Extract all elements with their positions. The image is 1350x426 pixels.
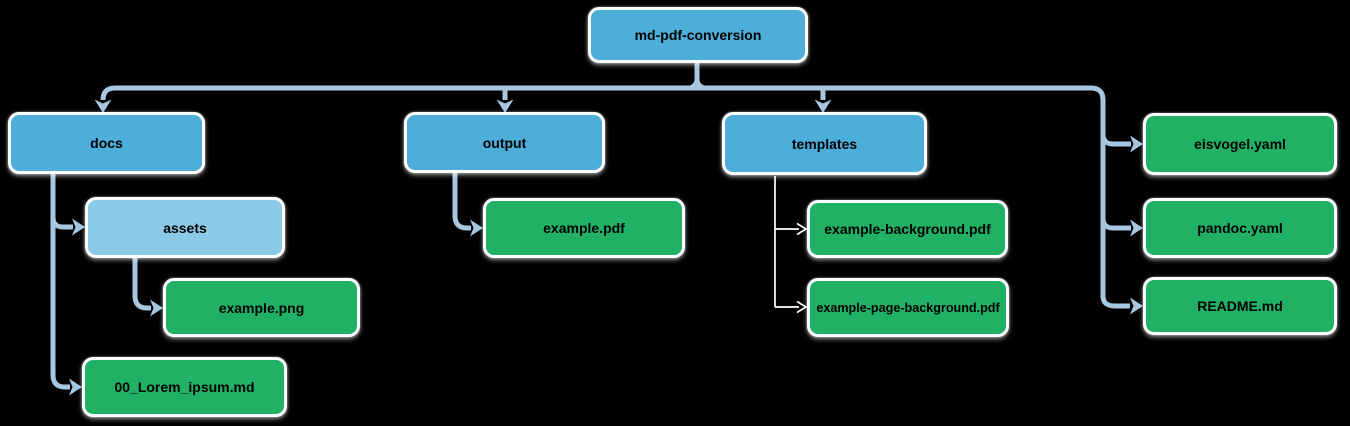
edge-trunk [100,85,1130,309]
node-output: output [404,112,605,173]
node-example-pdf: example.pdf [483,198,685,258]
node-pandoc-yaml: pandoc.yaml [1143,198,1337,258]
node-docs: docs [8,112,205,174]
edge-to-pandoc [1100,217,1131,231]
node-assets: assets [85,197,285,258]
edge-docs-down [50,174,70,390]
arrowhead-eisvogel [1130,135,1143,153]
edge-to-example-pdf [452,172,471,231]
arrowhead-assets [72,218,85,236]
arrowhead-pandoc [1130,219,1143,237]
arrowhead-example-background [796,222,808,236]
node-md-pdf-conversion: md-pdf-conversion [588,7,808,63]
edge-to-example-png [132,257,151,311]
node-readme-md: README.md [1143,277,1337,335]
arrowhead-readme [1130,297,1143,315]
edge-to-assets [50,216,73,230]
edge-to-eisvogel [1100,133,1131,147]
node-example-page-background-pdf: example-page-background.pdf [807,278,1009,337]
arrowhead-example-pdf [470,219,483,237]
arrowhead-output [496,99,514,113]
node-templates: templates [722,112,927,175]
arrowhead-lorem [69,378,82,396]
node-example-png: example.png [163,278,360,337]
arrowhead-example-page-background [796,300,808,314]
arrowhead-templates [814,99,832,113]
node-eisvogel-yaml: eisvogel.yaml [1143,113,1337,175]
node-00-lorem-ipsum-md: 00_Lorem_ipsum.md [82,357,287,417]
node-example-background-pdf: example-background.pdf [807,200,1008,258]
arrowhead-docs [94,99,112,113]
arrowhead-example-png [150,299,163,317]
